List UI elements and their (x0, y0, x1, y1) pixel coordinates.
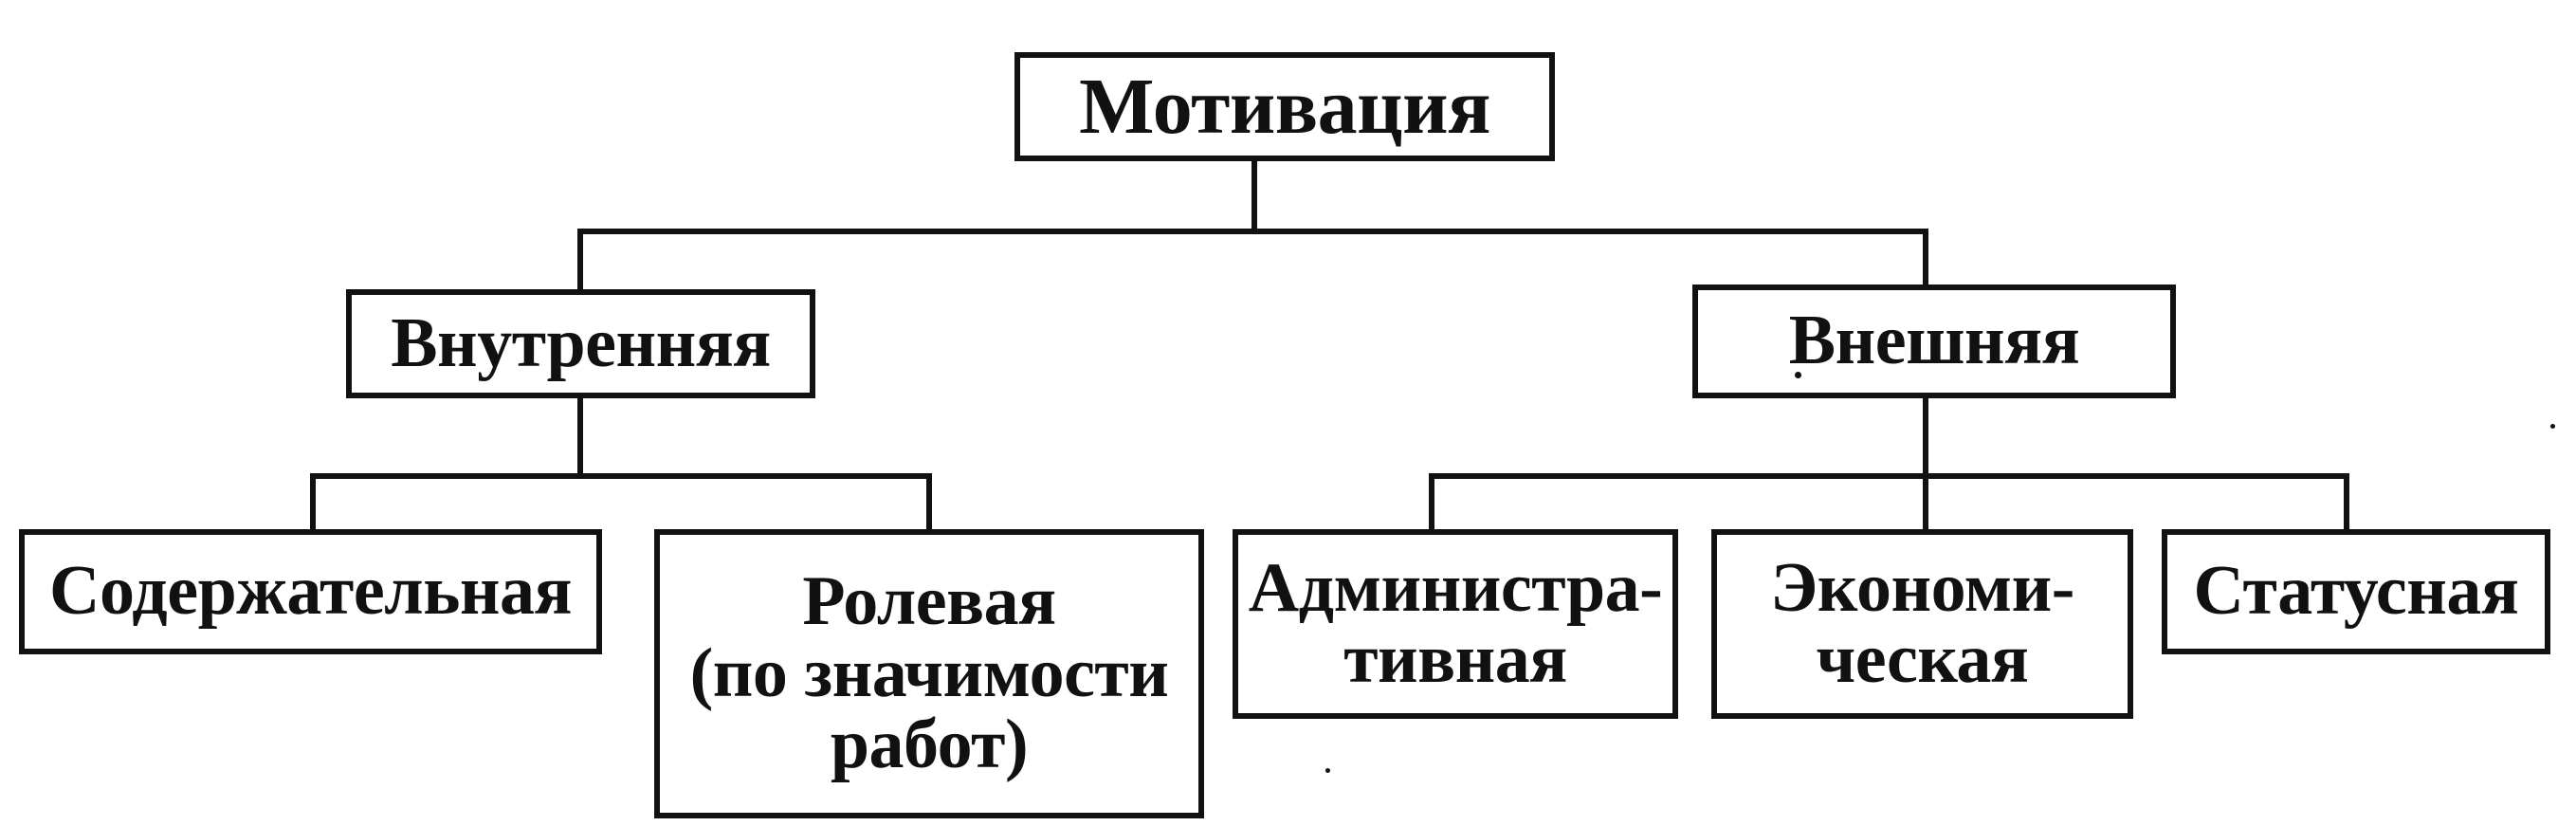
administrative-motivation-node: Администра- тивная (1233, 529, 1678, 719)
status-motivation-label: Статусная (2193, 552, 2519, 631)
external-motivation-label: Внешняя (1788, 302, 2080, 380)
scan-speck (1325, 768, 1330, 773)
economic-motivation-label: Экономи- ческая (1770, 548, 2074, 698)
role-motivation-node: Ролевая (по значимости работ) (654, 529, 1204, 818)
content-motivation-label: Содержательная (49, 552, 573, 631)
internal-motivation-label: Внутренняя (391, 303, 771, 382)
external-motivation-node: Внешняя (1692, 285, 2176, 398)
root-node: Мотивация (1014, 52, 1555, 161)
content-motivation-node: Содержательная (19, 529, 602, 654)
scan-speck (2550, 424, 2555, 429)
scan-speck (1795, 372, 1801, 378)
status-motivation-node: Статусная (2162, 529, 2550, 654)
internal-motivation-node: Внутренняя (346, 289, 815, 398)
role-motivation-label: Ролевая (по значимости работ) (689, 562, 1169, 784)
economic-motivation-node: Экономи- ческая (1711, 529, 2133, 719)
administrative-motivation-label: Администра- тивная (1248, 548, 1663, 698)
root-label: Мотивация (1079, 62, 1490, 151)
